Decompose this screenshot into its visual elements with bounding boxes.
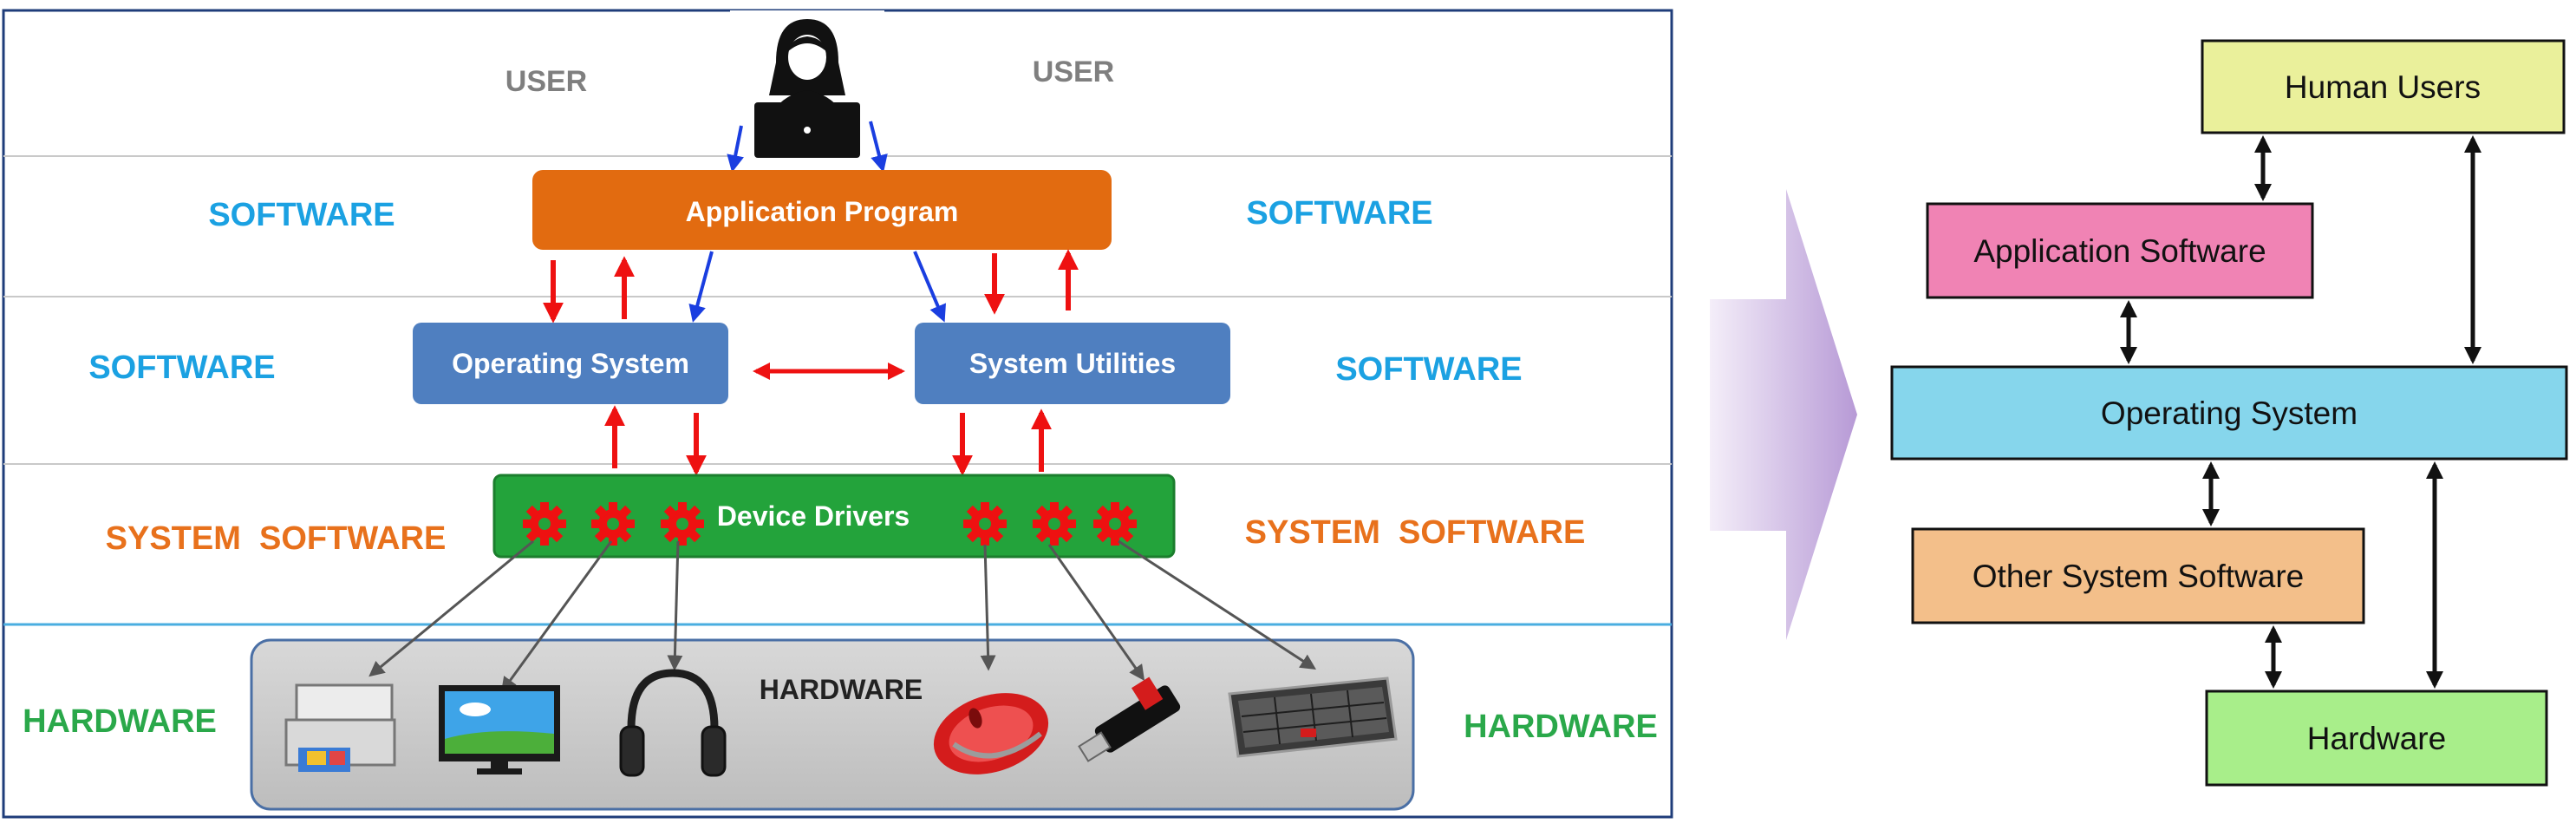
operating-system-label: Operating System bbox=[2101, 395, 2358, 431]
user-label-left: USER bbox=[505, 65, 587, 98]
system-software-label-left: SYSTEM SOFTWARE bbox=[106, 520, 447, 557]
transition-chevron-icon bbox=[1710, 189, 1857, 640]
user-to-os-arrows bbox=[688, 121, 946, 323]
right-connectors bbox=[2120, 135, 2481, 689]
gear-icon bbox=[1093, 502, 1137, 546]
driver-device-arrows bbox=[368, 539, 1317, 693]
user-laptop-icon bbox=[730, 10, 884, 158]
hardware-label-right: HARDWARE bbox=[1464, 709, 1658, 745]
other-system-software-box: Other System Software bbox=[1911, 527, 2365, 624]
left-diagram: USER USER SOFTWARE SOFTWARE SOFTWARE SOF… bbox=[2, 9, 1673, 819]
monitor-icon bbox=[439, 685, 560, 774]
application-software-label: Application Software bbox=[1973, 233, 2266, 269]
human-users-label: Human Users bbox=[2285, 69, 2481, 105]
usb-drive-icon bbox=[1078, 676, 1181, 762]
keyboard-icon bbox=[1228, 676, 1398, 758]
device-drivers-box: Device Drivers bbox=[492, 474, 1176, 559]
app-os-red-arrows bbox=[543, 249, 1079, 324]
os-box-left-label: Operating System bbox=[452, 348, 689, 379]
hardware-box: Hardware bbox=[2205, 689, 2548, 787]
gear-icon bbox=[661, 502, 704, 546]
application-program-label: Application Program bbox=[686, 196, 959, 227]
printer-icon bbox=[284, 683, 396, 772]
device-drivers-label: Device Drivers bbox=[717, 500, 910, 532]
software-label-top-left: SOFTWARE bbox=[208, 197, 395, 233]
software-label-top-right: SOFTWARE bbox=[1246, 195, 1432, 232]
software-label-mid-left: SOFTWARE bbox=[88, 350, 275, 386]
operating-system-box: Operating System bbox=[1890, 365, 2568, 461]
hardware-label: Hardware bbox=[2307, 721, 2446, 756]
gear-icon bbox=[963, 502, 1007, 546]
gear-icon bbox=[1033, 502, 1076, 546]
gear-icon bbox=[523, 502, 566, 546]
hardware-panel bbox=[250, 638, 1415, 811]
mouse-icon bbox=[933, 693, 1049, 774]
gear-icon bbox=[591, 502, 635, 546]
other-system-software-label: Other System Software bbox=[1973, 559, 2304, 594]
user-label-right: USER bbox=[1033, 56, 1114, 88]
headphones-icon bbox=[619, 669, 727, 777]
system-utilities-label: System Utilities bbox=[969, 348, 1176, 379]
system-software-label-right: SYSTEM SOFTWARE bbox=[1245, 514, 1586, 551]
hardware-label-left: HARDWARE bbox=[23, 703, 217, 740]
application-program-box: Application Program bbox=[532, 170, 1112, 250]
os-drivers-red-arrows bbox=[604, 405, 1052, 476]
human-users-box: Human Users bbox=[2201, 39, 2566, 134]
os-box-left: Operating System bbox=[413, 323, 728, 404]
right-diagram: Human Users Application Software Operati… bbox=[1890, 39, 2568, 787]
system-utilities-box: System Utilities bbox=[915, 323, 1230, 404]
software-label-mid-right: SOFTWARE bbox=[1335, 351, 1522, 388]
hardware-center-label: HARDWARE bbox=[760, 674, 923, 705]
application-software-box: Application Software bbox=[1926, 202, 2314, 299]
